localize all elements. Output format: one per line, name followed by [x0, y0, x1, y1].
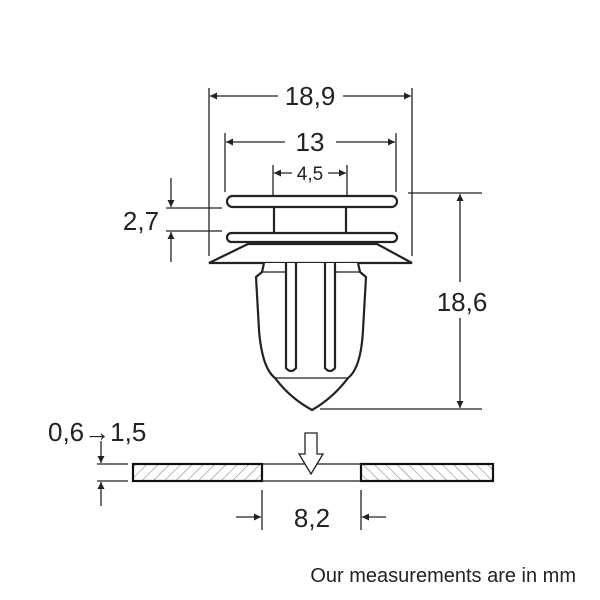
- stem-width-label: 4,5: [297, 164, 323, 185]
- hole-diameter-label: 8,2: [294, 503, 330, 533]
- insertion-arrow-icon: [297, 432, 325, 476]
- clip-part: [208, 194, 413, 412]
- dimension-flange-gap: 2,7: [123, 178, 222, 262]
- panel-section: [131, 432, 495, 483]
- dimension-overall-height: 18,6: [320, 192, 488, 410]
- overall-width-label: 18,9: [285, 81, 336, 111]
- dimension-flange-width: 13: [224, 127, 397, 192]
- flange-gap-label: 2,7: [123, 206, 159, 236]
- dimension-panel-thickness: 0,6→1,5: [48, 417, 146, 506]
- dimension-hole-diameter: 8,2: [236, 490, 386, 533]
- flange-width-label: 13: [296, 127, 325, 157]
- units-note: Our measurements are in mm: [310, 565, 576, 587]
- overall-height-label: 18,6: [437, 287, 488, 317]
- dimension-overall-width: 18,9: [208, 81, 413, 256]
- panel-thickness-label: 0,6→1,5: [48, 417, 146, 447]
